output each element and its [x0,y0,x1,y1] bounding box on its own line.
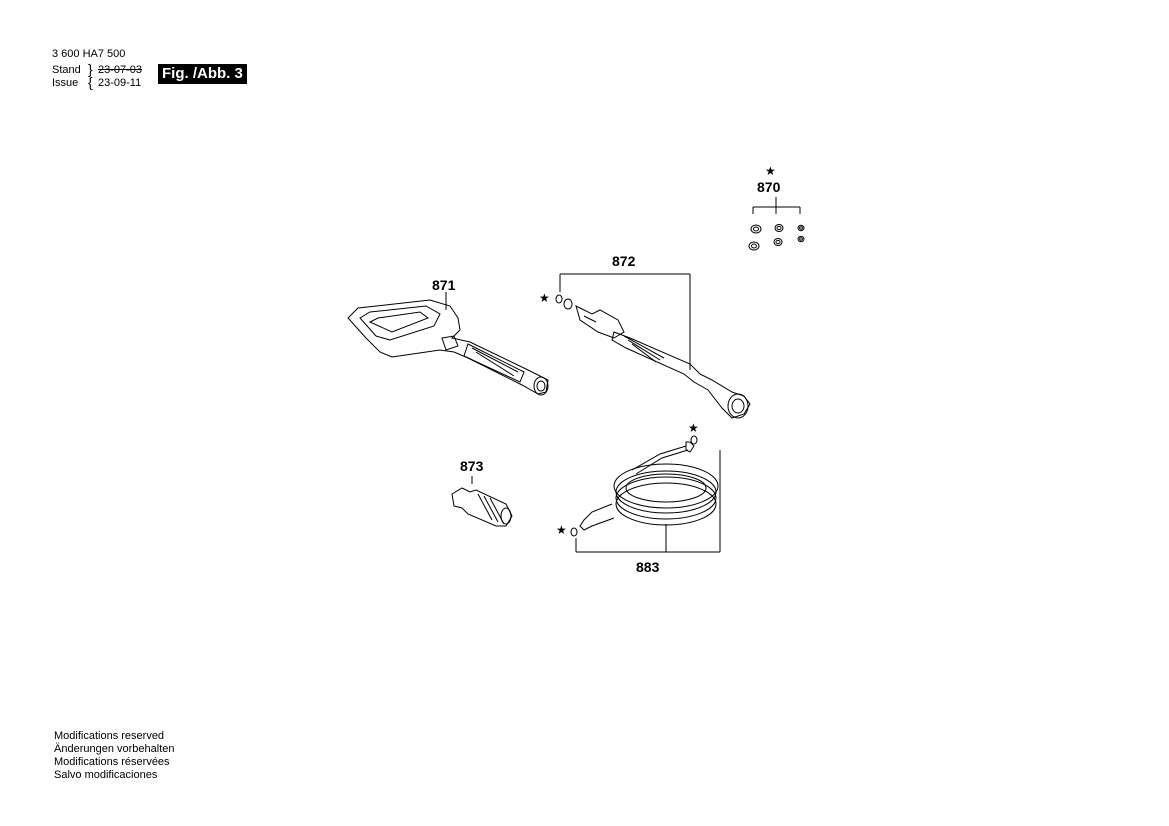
part-label-873: 873 [460,458,484,474]
modifications-notice: Modifications reserved Änderungen vorbeh… [54,730,174,782]
part-label-872: 872 [612,253,636,269]
star-icon: ★ [765,164,776,178]
modifications-line: Modifications réservées [54,756,170,768]
modifications-line: Salvo modificaciones [54,769,158,781]
part-label-883: 883 [636,559,660,575]
figure-label: Fig. /Abb. 3 [158,64,247,84]
stand-date: 23-07-03 [98,64,143,76]
issue-label: Issue [52,77,79,89]
stand-label: Stand [52,64,81,76]
part-label-871: 871 [432,277,456,293]
leader-883 [575,450,721,553]
modifications-line: Änderungen vorbehalten [54,743,175,755]
spray-lance-872 [555,294,751,419]
trigger-gun-871 [347,292,549,396]
star-icon: ★ [688,421,699,435]
hose-883 [570,435,719,537]
leader-872 [559,273,691,370]
star-icon: ★ [556,523,567,537]
leader-870 [752,197,801,214]
part-label-870: 870 [757,179,781,195]
star-icon: ★ [539,291,550,305]
brace-icon: } [88,61,93,77]
issue-date: 23-09-11 [98,77,142,89]
document-part-number: 3 600 HA7 500 [52,48,126,60]
o-ring-set-870 [748,224,805,251]
brace-icon: { [88,74,93,90]
modifications-line: Modifications reserved [54,730,165,742]
rotary-nozzle-873 [451,476,513,527]
